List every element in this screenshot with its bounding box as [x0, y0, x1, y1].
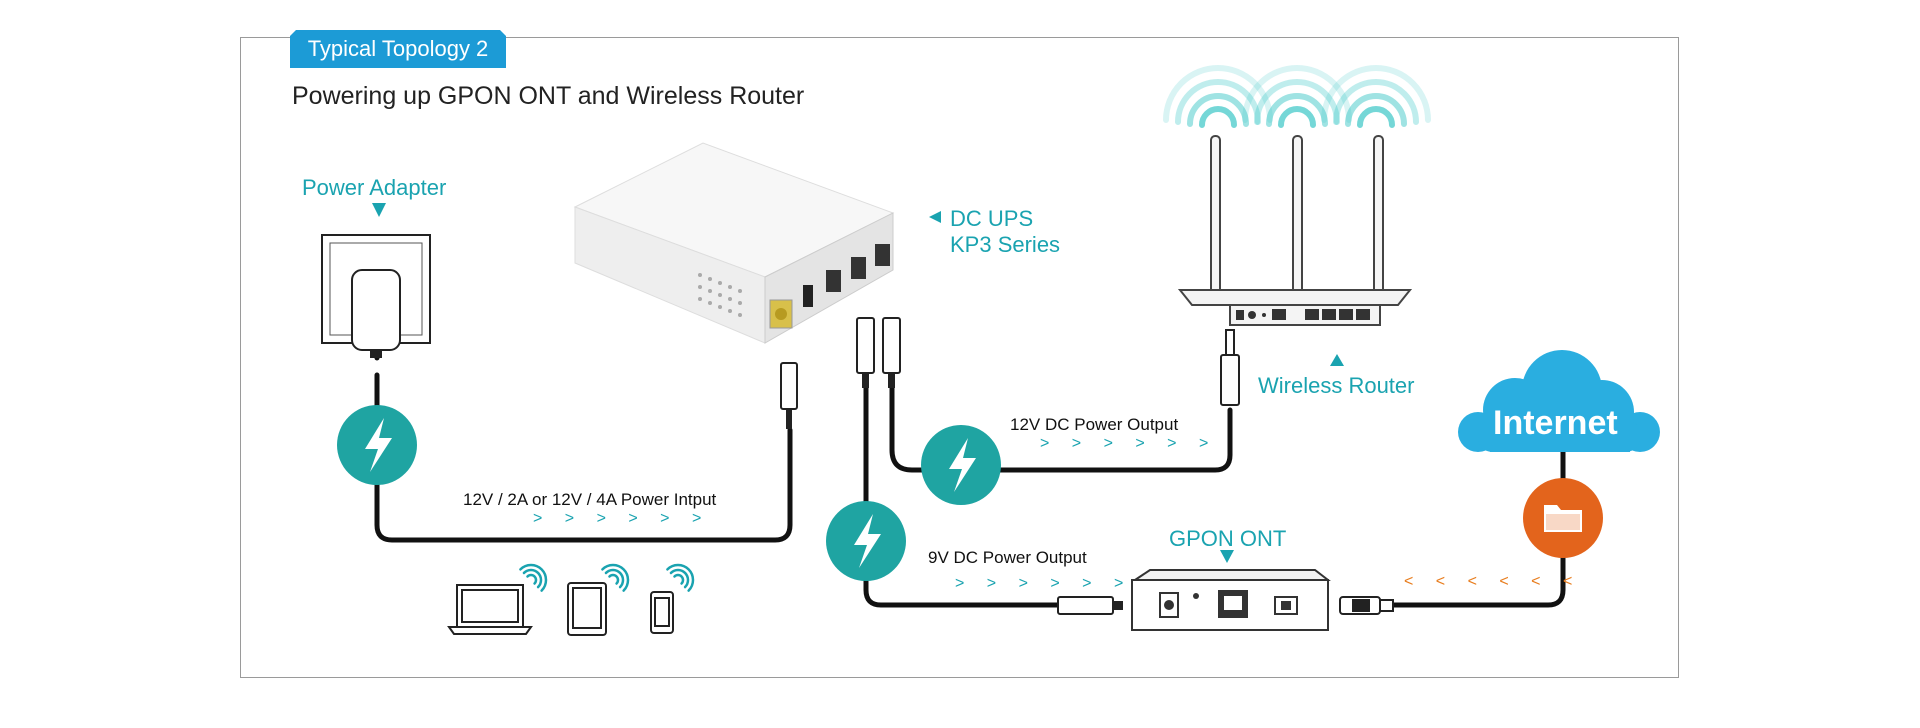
lightning-icon	[337, 405, 417, 485]
internet-flow-arrows: < < < < < <	[1404, 573, 1582, 590]
dc-ups-label: DC UPS	[950, 206, 1034, 231]
wireless-router-label: Wireless Router	[1258, 373, 1415, 398]
input-cable	[374, 372, 793, 543]
page-subtitle: Powering up GPON ONT and Wireless Router	[292, 82, 805, 110]
dc-ups-pointer-icon	[929, 211, 941, 223]
gpon-ont-label: GPON ONT	[1169, 526, 1287, 551]
ont-plug	[1057, 596, 1123, 615]
adapter-pointer-icon	[372, 203, 386, 217]
output-9v-cable	[863, 385, 1061, 608]
router-pointer-icon	[1330, 354, 1344, 366]
dc-ups-series-label: KP3 Series	[950, 232, 1061, 257]
router-plug	[1220, 329, 1240, 406]
input-power-label: 12V / 2A or 12V / 4A Power Intput	[463, 490, 717, 509]
input-plug	[780, 362, 798, 429]
power-adapter-label: Power Adapter	[302, 175, 447, 200]
lightning-icon	[826, 501, 906, 581]
laptop-icon	[447, 584, 533, 635]
output-9v-flow-arrows: > > > > > >	[955, 575, 1133, 592]
wifi-icon	[519, 563, 695, 592]
diagram-frame	[240, 37, 1679, 678]
phone-icon	[650, 591, 674, 634]
internet-cloud-icon	[1458, 350, 1660, 452]
cables	[374, 342, 1566, 608]
output-12v-label: 12V DC Power Output	[1010, 415, 1179, 434]
folder-icon	[1523, 478, 1603, 558]
output-9v-label: 9V DC Power Output	[928, 548, 1087, 567]
topology-tag-bg	[290, 30, 506, 68]
output-12v-flow-arrows: > > > > > >	[1040, 435, 1218, 452]
tablet-icon	[567, 582, 607, 636]
power-adapter-image	[321, 234, 431, 358]
lightning-icon	[921, 425, 1001, 505]
gpon-pointer-icon	[1220, 550, 1234, 563]
topology-tag: Typical Topology 2	[307, 36, 489, 61]
fiber-cable	[1390, 452, 1566, 608]
internet-label: Internet	[1493, 404, 1618, 442]
input-flow-arrows: > > > > > >	[533, 510, 711, 527]
router-wifi-icon	[1163, 65, 1431, 128]
gpon-ont-image	[1131, 569, 1331, 631]
fiber-plug	[1339, 596, 1394, 615]
output-plug-a	[856, 317, 875, 388]
output-plug-b	[882, 317, 901, 388]
dc-ups-image	[573, 142, 895, 344]
wireless-router-image	[1177, 135, 1413, 326]
output-12v-cable	[889, 385, 1233, 473]
